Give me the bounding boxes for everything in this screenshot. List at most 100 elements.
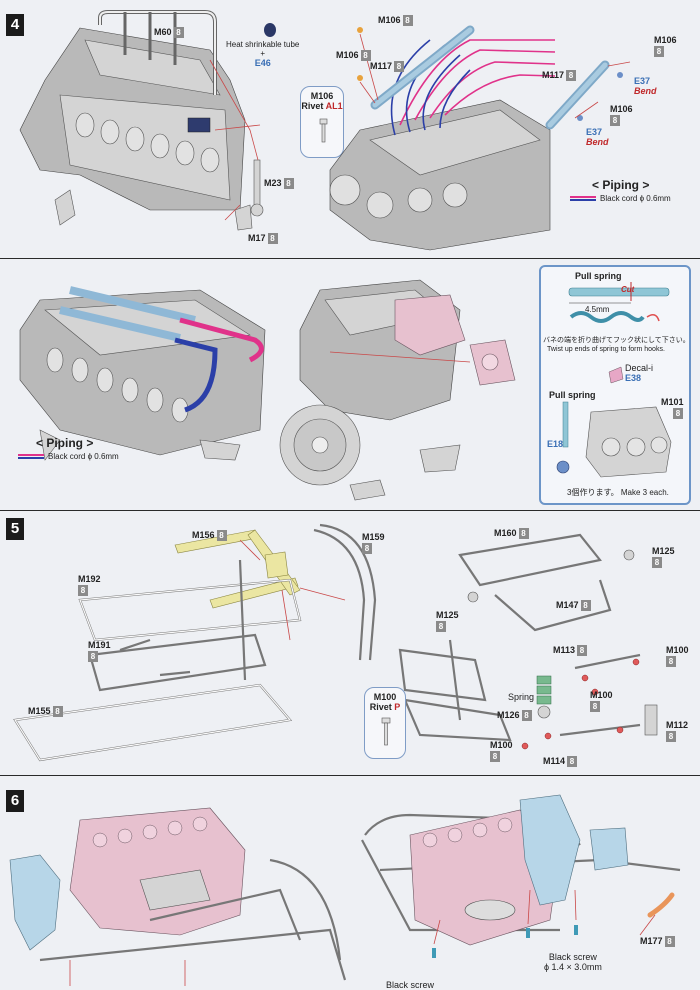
part-code: M125 — [436, 610, 459, 620]
spring-note-en: Twist up ends of spring to form hooks. — [547, 346, 665, 353]
label-pull-spring-2: Pull spring — [549, 390, 596, 400]
part-box-badge: 8 — [173, 27, 184, 39]
section-divider — [0, 258, 700, 259]
section-divider — [0, 510, 700, 511]
pull-spring-title: Pull spring — [575, 271, 622, 281]
cut-mark: Cut — [621, 285, 635, 294]
engine-illustration-left — [19, 10, 276, 231]
label-spring: Spring — [508, 692, 535, 702]
chassis-assembly-illustration — [9, 794, 681, 986]
part-code: M106 — [654, 35, 677, 45]
part-box-badge: 8 — [216, 530, 227, 542]
screw-name: Black screw — [548, 952, 597, 962]
part-box-badge: 8 — [78, 585, 88, 596]
part-code: M100 — [490, 740, 513, 750]
part-code: M117 — [542, 70, 565, 80]
part-code: M156 — [192, 530, 215, 540]
part-box-badge: 8 — [360, 50, 371, 62]
heat-tube-text: Heat shrinkable tube — [226, 40, 300, 49]
part-code: M126 — [497, 710, 520, 720]
plus-text: + — [260, 49, 266, 58]
frame-illustration — [13, 523, 658, 762]
part-code: M17 — [248, 233, 266, 243]
part-code: M192 — [78, 574, 101, 584]
part-e38: E38 — [625, 373, 642, 383]
part-code: M60 — [154, 27, 172, 37]
part-box-badge: 8 — [283, 178, 294, 190]
part-box-badge: 8 — [402, 15, 413, 27]
part-box-badge: 8 — [436, 621, 446, 632]
part-code: M147 — [556, 600, 579, 610]
spring-cut-diagram — [568, 282, 670, 323]
part-code: M191 — [88, 640, 111, 650]
piping-title: < Piping > — [592, 178, 650, 192]
engine-illustration-right — [329, 25, 631, 251]
part-e37: E37 — [586, 127, 603, 137]
part-box-badge: 8 — [580, 600, 591, 612]
label-e37-b: E37 Bend — [586, 127, 609, 147]
rivet-icon — [319, 118, 328, 143]
rivet-label: Rivet — [301, 101, 324, 111]
part-box-badge: 8 — [267, 233, 278, 245]
piping-desc: Black cord ϕ 0.6mm — [48, 452, 119, 461]
part-box-badge: 8 — [52, 706, 63, 718]
part-box-badge: 8 — [666, 656, 676, 667]
piping-legend-bottom: < Piping > Black cord ϕ 0.6mm — [18, 436, 119, 461]
part-code: M106 — [610, 104, 633, 114]
part-code: M112 — [666, 720, 689, 730]
part-e46: E46 — [254, 58, 271, 68]
part-code: M23 — [264, 178, 282, 188]
part-code: M101 — [661, 397, 684, 407]
part-box-badge: 8 — [577, 645, 588, 657]
part-code: M114 — [543, 756, 566, 766]
pull-spring-inset: Pull spring Cut 4.5mm バネの端を折り曲げてフック状にして下… — [539, 265, 691, 505]
rivet-code: AL1 — [325, 101, 343, 111]
make-each-note: 3個作ります。 Make 3 each. — [567, 488, 669, 497]
part-box-badge: 8 — [567, 756, 578, 768]
part-box-badge: 8 — [590, 701, 600, 712]
part-code: M117 — [370, 61, 393, 71]
part-code: M160 — [494, 528, 517, 538]
part-box-badge: 8 — [521, 710, 532, 722]
part-code: M106 — [378, 15, 401, 25]
step-number-5: 5 — [6, 518, 24, 540]
label-black-screw: Black screw ϕ 1.4 × 3.0mm — [544, 952, 602, 972]
part-box-badge: 8 — [652, 557, 662, 568]
label-e18: E18 — [547, 439, 564, 449]
part-box-badge: 8 — [664, 936, 675, 948]
cord-color-swatch — [18, 453, 44, 460]
part-box-badge: 8 — [518, 528, 529, 540]
section-divider — [0, 775, 700, 776]
decal-name: Decal-i — [625, 363, 654, 373]
label-e37-a: E37 Bend — [634, 76, 657, 96]
label-black-screw-cut: Black screw — [386, 980, 435, 990]
part-code: M177 — [640, 936, 663, 946]
step-number-6: 6 — [6, 790, 24, 812]
screw-size: ϕ 1.4 × 3.0mm — [544, 962, 602, 972]
engine-gearbox-illustration — [279, 279, 516, 501]
spring-note-jp: バネの端を折り曲げてフック状にして下さい。 — [543, 337, 690, 344]
part-box-badge: 8 — [673, 408, 683, 419]
part-box-badge: 8 — [394, 61, 405, 73]
